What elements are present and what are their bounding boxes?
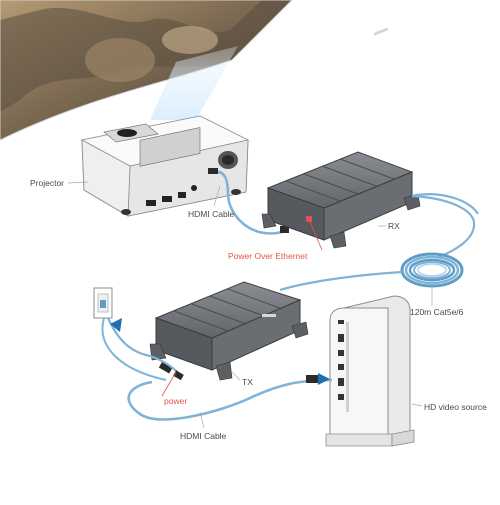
hdmi-plug-rx — [280, 226, 289, 233]
power-cable — [106, 317, 183, 379]
power-plug — [173, 370, 184, 381]
projected-image — [0, 0, 293, 141]
power-cable-low — [101, 317, 167, 381]
hdmi-cable-bottom — [127, 378, 333, 421]
cable-coil-icon — [400, 252, 464, 288]
hd-video-source-icon — [325, 295, 415, 447]
tx-transmitter-icon — [149, 281, 309, 381]
cat-cable-tx — [279, 270, 403, 292]
hdmi-plug-source — [306, 375, 318, 383]
projector-beam — [150, 46, 238, 120]
wall-outlet-icon — [93, 287, 113, 319]
source-arrow-icon — [318, 373, 330, 385]
hdmi-cable-bottom-label: HDMI Cable — [180, 431, 227, 441]
tx-label: TX — [242, 377, 253, 387]
hdmi-cable-top — [213, 170, 283, 235]
tx-pointer — [231, 371, 241, 381]
projector-pointer — [67, 181, 89, 184]
cat-cable-rx-top — [411, 193, 479, 215]
power-label: power — [164, 396, 188, 406]
cat-cable-rx — [411, 194, 476, 260]
hd-video-source-label: HD video source — [424, 402, 487, 412]
poe-pointer — [309, 221, 323, 251]
power-pointer — [161, 371, 177, 397]
hdmi-cable-top-label: HDMI Cable — [188, 209, 235, 219]
hdmi-plug-tx — [158, 361, 173, 374]
source-pointer — [411, 403, 423, 407]
hdmi-plug-projector — [208, 168, 218, 174]
projector-label: Projector — [30, 178, 65, 188]
projector-icon — [80, 115, 250, 217]
power-arrow-icon — [110, 318, 122, 332]
rx-receiver-icon — [261, 27, 421, 317]
hdmi-bottom-pointer — [199, 411, 205, 429]
cat-cable-label: 120m Cat5e/6 — [410, 307, 464, 317]
power-over-ethernet-label: Power Over Ethernet — [228, 251, 308, 261]
rx-label: RX — [388, 221, 400, 231]
hdmi-top-pointer — [213, 185, 221, 207]
